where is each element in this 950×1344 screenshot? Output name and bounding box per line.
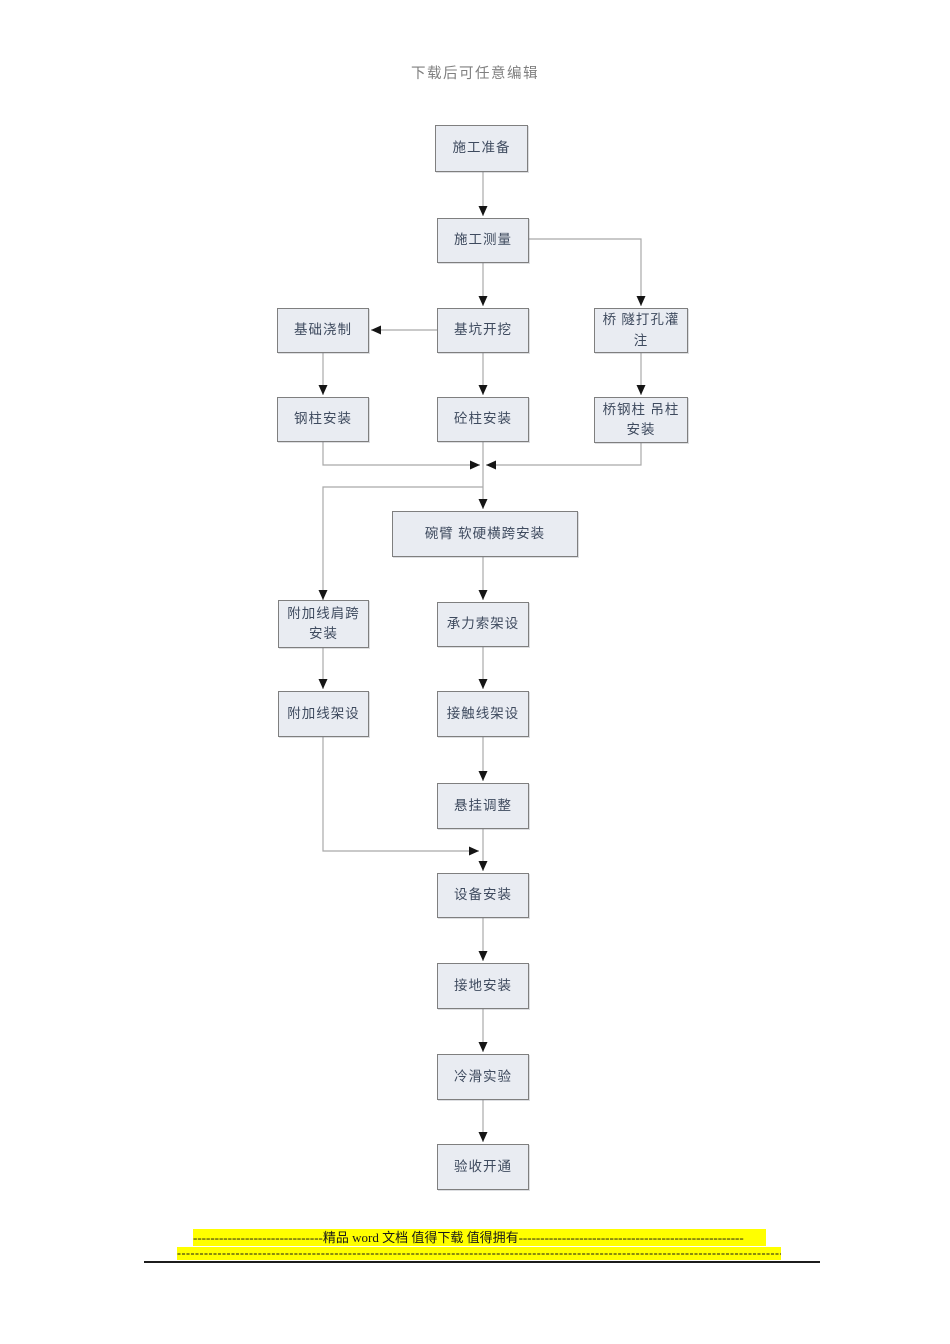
- footer-highlight-line-1: ------------------------------精品 word 文档…: [193, 1229, 766, 1246]
- node-acceptance-opening: 验收开通: [437, 1144, 529, 1190]
- header-note: 下载后可任意编辑: [411, 66, 539, 82]
- node-pit-excavation: 基坑开挖: [437, 308, 529, 353]
- node-concrete-column-install: 砼柱安装: [437, 397, 529, 442]
- node-construction-survey: 施工测量: [437, 218, 529, 263]
- node-equipment-install: 设备安装: [437, 873, 529, 918]
- node-bridge-steel-hanging-column: 桥钢柱 吊柱安装: [594, 397, 688, 443]
- node-suspension-adjustment: 悬挂调整: [437, 783, 529, 829]
- node-aux-line-erection: 附加线架设: [278, 691, 369, 737]
- node-foundation-pouring: 基础浇制: [277, 308, 369, 353]
- bottom-rule: [144, 1261, 820, 1263]
- node-grounding-install: 接地安装: [437, 963, 529, 1009]
- node-aux-line-shoulder-span: 附加线肩跨安装: [278, 600, 369, 648]
- node-construction-preparation: 施工准备: [435, 125, 528, 172]
- footer-highlight-line-2: ----------------------------------------…: [177, 1247, 781, 1260]
- node-catenary-cable-erection: 承力索架设: [437, 602, 529, 647]
- node-contact-line-erection: 接触线架设: [437, 691, 529, 737]
- node-bridge-tunnel-drilling: 桥 隧打孔灌注: [594, 308, 688, 353]
- node-cantilever-cross-span: 碗臂 软硬横跨安装: [392, 511, 578, 557]
- connector-lines: [318, 172, 646, 1142]
- node-cold-slide-test: 冷滑实验: [437, 1054, 529, 1100]
- node-steel-column-install: 钢柱安装: [277, 397, 369, 442]
